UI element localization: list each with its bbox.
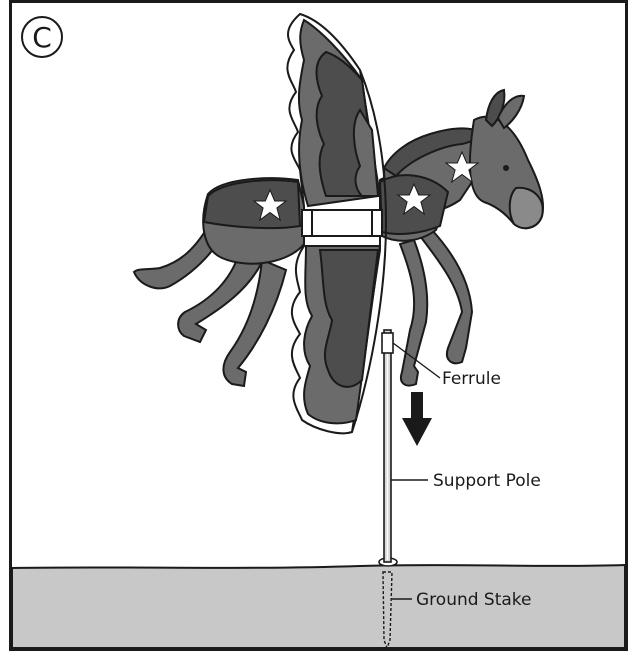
panel-letter: C [32, 21, 52, 54]
ferrule [381, 332, 394, 354]
donkey-rear [132, 177, 305, 388]
donkey-front [378, 88, 544, 387]
support-pole [383, 329, 392, 563]
ground [11, 563, 626, 649]
arrow-down-icon [402, 392, 432, 446]
wings [286, 12, 388, 435]
ferrule-label: Ferrule [442, 369, 501, 389]
ferrule-leader [392, 342, 441, 379]
donkey-eye [503, 165, 509, 171]
ground-stake-label: Ground Stake [416, 590, 532, 610]
support-pole-label: Support Pole [433, 471, 541, 491]
panel-letter-badge: C [21, 16, 63, 58]
wing-hub-band [301, 209, 383, 237]
